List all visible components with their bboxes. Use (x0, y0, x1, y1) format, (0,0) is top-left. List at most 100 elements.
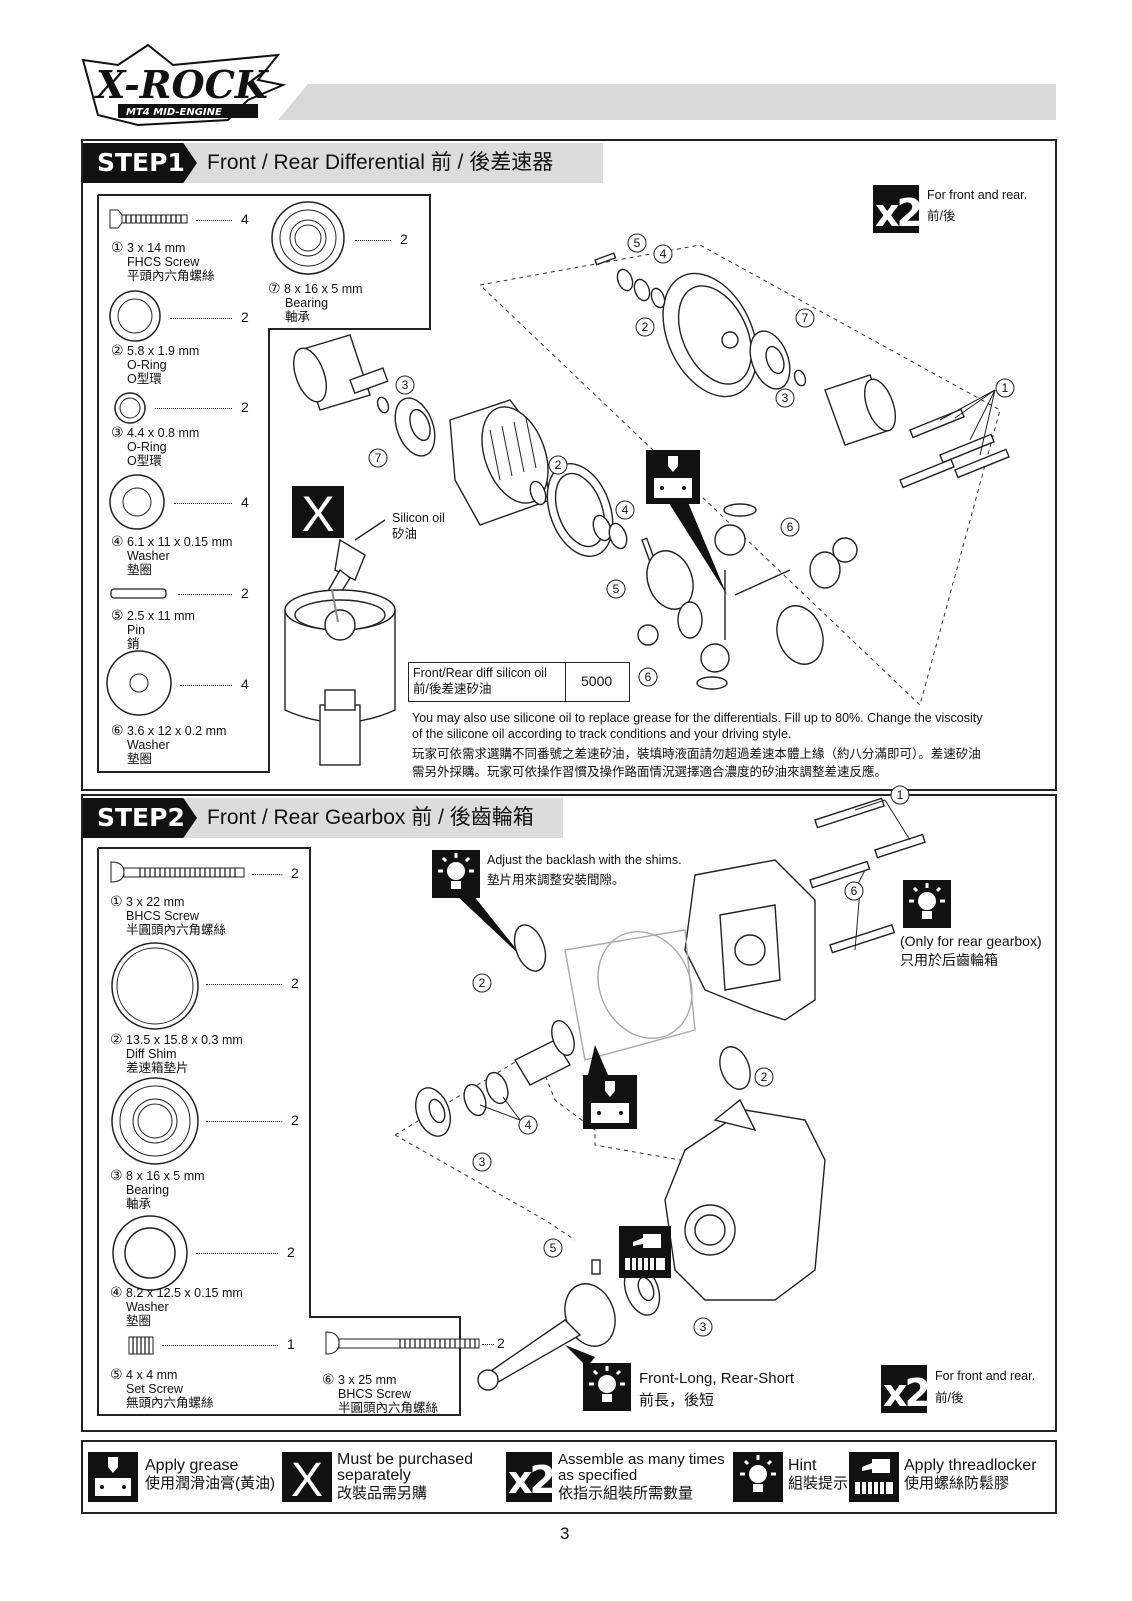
part-qty: 4 (241, 211, 249, 227)
part-1-label: ① 3 x 14 mm FHCS Screw 平頭內六角螺絲 (111, 239, 215, 283)
leader-dots (196, 1253, 278, 1254)
part-qty: 2 (291, 865, 299, 881)
svg-text:1: 1 (897, 788, 904, 802)
legend-thread-en: Apply threadlocker (904, 1457, 1037, 1474)
leader-dots (482, 1344, 494, 1345)
part-qty: 2 (497, 1335, 505, 1351)
logo-text: X-ROCK (94, 62, 270, 107)
part-qty: 2 (241, 309, 249, 325)
svg-text:3: 3 (782, 391, 789, 405)
part-3-label: ③ 8 x 16 x 5 mm Bearing 軸承 (110, 1167, 205, 1211)
multiplier-label: x2 (875, 191, 923, 235)
header-bar (278, 84, 1056, 120)
part-qty: 2 (241, 585, 249, 601)
legend-grease-zh: 使用潤滑油膏(黃油) (145, 1475, 275, 1492)
legend-frame (81, 1440, 1057, 1514)
assemble-label: x2 (508, 1458, 556, 1502)
part-2-label: ② 5.8 x 1.9 mm O-Ring O型環 (111, 342, 200, 386)
logo-subtext: MT4 MID-ENGINE (126, 107, 222, 118)
multiplier-text-en: For front and rear. (927, 188, 1028, 202)
header: X-ROCK MT4 MID-ENGINE (0, 0, 1132, 130)
part-5-label: ⑤ 2.5 x 11 mm Pin 銷 (111, 607, 195, 651)
step2-multiplier-badge: x2 (881, 1365, 931, 1415)
legend-purchase-zh: 改裝品需另購 (337, 1485, 428, 1502)
svg-text:5: 5 (613, 582, 620, 596)
legend-purchase-en-1: Must be purchased (337, 1451, 474, 1468)
step1-frame (81, 139, 1057, 791)
svg-text:5: 5 (634, 236, 641, 250)
grease-icon (646, 450, 700, 504)
legend-assemble-en-1: Assemble as many times (558, 1451, 725, 1468)
washer-large-icon (106, 650, 172, 716)
leader-dots (174, 503, 232, 504)
svg-text:3: 3 (700, 1320, 707, 1334)
svg-text:6: 6 (787, 520, 794, 534)
step2-parts-box (97, 847, 461, 1416)
svg-text:6: 6 (645, 670, 652, 684)
assemble-multiplier-icon: x2 (506, 1452, 556, 1502)
front-long-en: Front-Long, Rear-Short (639, 1370, 795, 1387)
grease-icon (88, 1452, 138, 1502)
svg-text:X: X (301, 486, 334, 542)
legend-thread-zh: 使用螺絲防鬆膠 (904, 1475, 1010, 1492)
part-qty: 2 (400, 231, 408, 247)
step1-title: Front / Rear Differential 前 / 後差速器 (207, 151, 554, 174)
svg-text:4: 4 (622, 503, 629, 517)
part-2-label: ② 13.5 x 15.8 x 0.3 mm Diff Shim 差速箱墊片 (110, 1031, 243, 1075)
leader-dots (252, 874, 282, 875)
part-1-label: ① 3 x 22 mm BHCS Screw 半圓頭內六角螺絲 (110, 893, 227, 937)
leader-dots (180, 685, 232, 686)
diff-shim-icon (111, 942, 199, 1030)
silicon-oil-label-zh: 矽油 (392, 527, 418, 541)
part-qty: 4 (241, 676, 249, 692)
svg-text:X: X (291, 1454, 323, 1507)
grease-pointer (667, 500, 727, 595)
hint-pointer (565, 1345, 595, 1367)
part-qty: 2 (291, 975, 299, 991)
multiplier-text-zh: 前/後 (935, 1391, 964, 1405)
hint-pointer (455, 890, 525, 960)
hint-icon (583, 1363, 631, 1411)
step2-frame (81, 794, 1057, 1432)
grease-icon (583, 1075, 637, 1129)
multiplier-text-zh: 前/後 (927, 209, 956, 223)
svg-text:3: 3 (402, 378, 409, 392)
part-4-label: ④ 8.2 x 12.5 x 0.15 mm Washer 墊圈 (110, 1284, 243, 1328)
part-qty: 2 (291, 1112, 299, 1128)
oil-table-label-zh: 前/後差速矽油 (413, 682, 492, 696)
part-6-label: ⑥ 3.6 x 12 x 0.2 mm Washer 墊圈 (111, 722, 227, 766)
svg-text:2: 2 (479, 976, 486, 990)
svg-text:1: 1 (1002, 381, 1009, 395)
leader-dots (155, 408, 232, 409)
rear-only-en: (Only for rear gearbox) (900, 933, 1042, 949)
washer-icon (112, 1215, 188, 1291)
leader-dots (206, 1121, 282, 1122)
svg-text:2: 2 (642, 320, 649, 334)
bearing-icon (271, 201, 345, 275)
step1-note-en-2: of the silicone oil according to track c… (412, 727, 792, 741)
leader-dots (206, 984, 282, 985)
purchase-separately-icon: X (292, 486, 344, 542)
hint-icon (432, 850, 480, 898)
step1-badge: STEP1 (83, 143, 197, 183)
step1-note-zh-2: 需另外採購。玩家可依操作習慣及操作路面情況選擇適合濃度的矽油來調整差速反應。 (412, 765, 888, 779)
hint-backlash-en: Adjust the backlash with the shims. (487, 853, 682, 867)
part-qty: 4 (241, 494, 249, 510)
part-6-label: ⑥ 3 x 25 mm BHCS Screw 半圓頭內六角螺絲 (322, 1371, 439, 1415)
svg-text:6: 6 (851, 884, 858, 898)
part-qty: 2 (241, 399, 249, 415)
svg-text:4: 4 (525, 1118, 532, 1132)
set-screw-icon (128, 1336, 154, 1355)
part-3-label: ③ 4.4 x 0.8 mm O-Ring O型環 (111, 424, 200, 468)
part-7-label: ⑦ 8 x 16 x 5 mm Bearing 軸承 (268, 280, 363, 324)
svg-text:4: 4 (660, 247, 667, 261)
step1-parts-box (97, 194, 431, 773)
o-ring-icon (109, 290, 161, 342)
purchase-separately-icon: X (282, 1452, 332, 1507)
legend-grease-en: Apply grease (145, 1457, 239, 1474)
svg-text:3: 3 (479, 1155, 486, 1169)
svg-text:2: 2 (555, 458, 562, 472)
front-long-zh: 前長，後短 (639, 1392, 715, 1409)
diff-case-with-oil-diagram (284, 519, 396, 766)
